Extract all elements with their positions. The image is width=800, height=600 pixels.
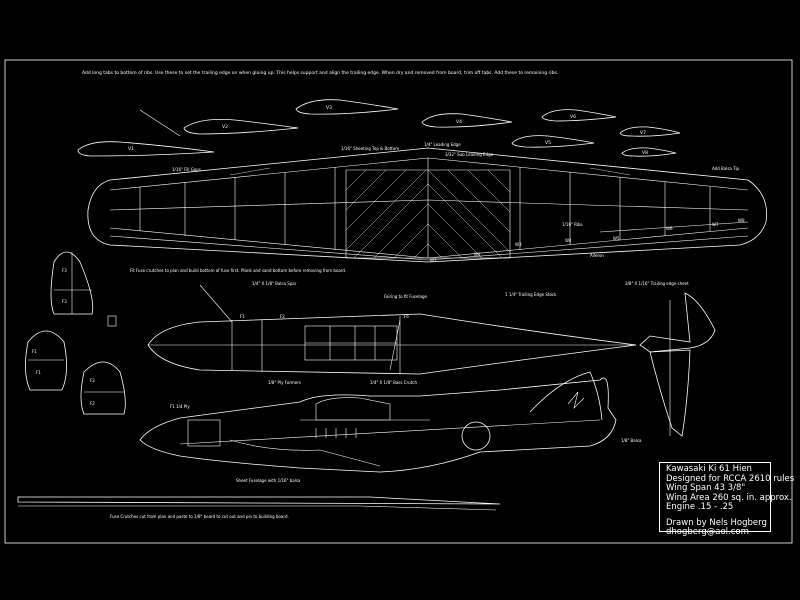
- wing-rib-w2: W2: [474, 252, 481, 257]
- rib-label-v3: V3: [326, 105, 332, 111]
- label-bass-crutch: 1/4" X 1/8" Bass Crutch: [370, 380, 417, 385]
- label-leading-edge: 1/4" Leading Edge: [424, 142, 461, 147]
- fuselage-top-view: F1 F2 F6 1/8" Ply Formers 1/4" X 1/8" Ba…: [147, 284, 637, 385]
- fuselage-side-view: F1 1/4 Ply Sheet Fuselage with 1/16" bal…: [139, 371, 642, 483]
- title-aircraft: Kawasaki Ki 61 Hien: [666, 464, 752, 474]
- drawing-border: [4, 59, 793, 544]
- wing-spar: [109, 199, 749, 211]
- former-label-f2: F2: [90, 378, 95, 383]
- wing-rib-w4: W4: [565, 238, 572, 243]
- fuse-crutches-note: Fuse Crutches cut from plan and paste to…: [110, 514, 289, 519]
- title-engine: Engine .15 - .25: [666, 502, 734, 512]
- wing-te-sheet: [109, 235, 749, 261]
- crutch-strip-1: [17, 496, 501, 505]
- title-email[interactable]: dhogberg@aol.com: [666, 527, 749, 537]
- former-f2: [80, 361, 126, 415]
- label-ply-formers: 1/8" Ply Formers: [268, 380, 301, 385]
- label-sheet-fuselage: Sheet Fuselage with 1/16" balsa: [236, 478, 301, 483]
- fuse-crutch-strips: [17, 496, 501, 511]
- hinomaru-roundel: [461, 421, 491, 451]
- label-te-sheet: 3/8" X 1/16" Trailing edge sheet: [625, 281, 689, 286]
- rib-v5: [511, 135, 595, 148]
- stab-upper: [639, 292, 716, 353]
- rib-label-v6: V6: [570, 114, 576, 120]
- wing-plan: [87, 147, 767, 263]
- label-ribs: 1/16" Ribs: [562, 222, 583, 227]
- horizontal-stabilizer: [639, 292, 716, 437]
- wing-rib-lines: [139, 158, 711, 258]
- fit-fuse-note: Fit Fuse crutches to plan and build bott…: [130, 268, 346, 273]
- small-fitting: [107, 315, 117, 327]
- label-balsa-tip: Add Balsa Tip: [712, 166, 740, 171]
- former-label-f3: F3: [62, 268, 67, 273]
- label-f1-ply: F1 1/4 Ply: [170, 404, 190, 409]
- label-te-stock: 1 1/4" Trailing Edge Stock: [505, 292, 557, 297]
- rib-v1-leader: [139, 109, 181, 137]
- fin: [529, 371, 603, 421]
- label-fairing: Fairing to fit Fuselage: [384, 294, 428, 299]
- fuselage-side-outline: [139, 377, 617, 473]
- aileron-line: [599, 221, 749, 233]
- wing-rib-w7: W7: [712, 222, 719, 227]
- title-designed-for: Designed for RCCA 2610 rules: [666, 473, 795, 484]
- label-sub-leading-edge: 3/32" Sub Leading Edge: [445, 152, 494, 157]
- label-sheeting: 1/16" Sheeting Top & Bottom: [341, 146, 399, 151]
- wing-rib-numbers: W1 W2 W3 W4 W5 W6 W7 W8: [430, 218, 745, 263]
- rib-label-v1: V1: [128, 146, 134, 152]
- wing-rib-w5: W5: [613, 236, 620, 241]
- fuse-former-f2: F2: [280, 314, 285, 319]
- canopy: [315, 397, 391, 421]
- wing-rib-w1: W1: [430, 258, 437, 263]
- wing-outline: [87, 147, 767, 263]
- spar-leader: [199, 284, 233, 323]
- side-detail: [179, 419, 601, 467]
- rib-v7: [619, 126, 681, 137]
- fuselage-top-outline: [147, 313, 637, 375]
- title-drawn-by: Drawn by Nels Hogberg: [666, 517, 767, 528]
- former-f1: [25, 330, 67, 391]
- tail-marking: [567, 391, 585, 409]
- rib-v8: [621, 147, 677, 157]
- rib-v2: [183, 118, 299, 135]
- rib-v3: [295, 99, 399, 115]
- former-label-f3b: F3: [62, 299, 67, 304]
- wing-rib-w8: W8: [738, 218, 745, 223]
- rib-label-v2: V2: [222, 124, 228, 130]
- label-spar: 1/4" X 1/8" Balsa Spar: [252, 281, 297, 286]
- label-aileron: Aileron: [590, 253, 604, 258]
- wing-rib-w6: W6: [666, 226, 673, 231]
- former-templates: F3 F3 F1 F1 F2 F2: [25, 251, 126, 415]
- rib-label-v8: V8: [642, 150, 648, 156]
- title-wing-area: Wing Area 260 sq. in. approx.: [666, 492, 792, 503]
- fuselage-top-formers: [231, 316, 401, 374]
- label-fill-gaps: 1/16" Fill Gaps: [172, 167, 201, 172]
- center-sheeting: [345, 169, 511, 259]
- rib-v6: [541, 109, 617, 122]
- crutch-strip-2: [18, 505, 497, 511]
- sheeting-hatch: [229, 167, 631, 259]
- title-wing-span: Wing Span 43 3/8": [666, 483, 746, 493]
- rib-templates: V1 V2 V3 V4 V5 V6 V7 V8: [77, 99, 681, 157]
- wing-rib-w3: W3: [515, 242, 522, 247]
- former-label-f2b: F2: [90, 401, 95, 406]
- rib-v1: [77, 141, 215, 157]
- rib-label-v5: V5: [545, 140, 551, 146]
- former-label-f1: F1: [32, 349, 37, 354]
- rib-label-v7: V7: [640, 130, 646, 136]
- fuse-former-f1: F1: [240, 314, 245, 319]
- title-block: Kawasaki Ki 61 Hien Designed for RCCA 26…: [659, 462, 795, 537]
- stab-lower: [649, 349, 691, 437]
- top-instruction-note: Add long tabs to bottom of ribs. Use the…: [82, 70, 558, 76]
- former-label-f1b: F1: [36, 370, 41, 375]
- label-balsa-stab: 1/8" Balsa: [621, 438, 642, 443]
- former-f3: [50, 251, 94, 315]
- rib-v4: [421, 113, 513, 128]
- rib-label-v4: V4: [456, 119, 462, 125]
- fuse-former-f6: F6: [404, 314, 409, 319]
